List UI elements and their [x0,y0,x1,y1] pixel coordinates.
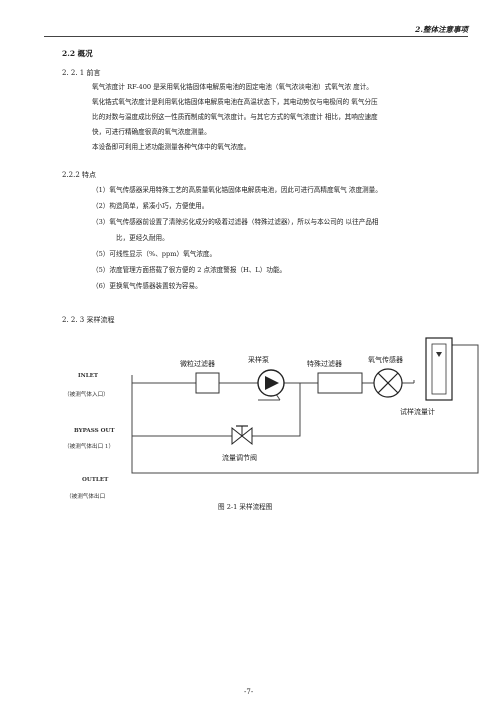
port-bypass-desc: （被测气体出口 1） [64,444,115,450]
features-heading: 2.2.2 特点 [62,171,97,179]
feature-text: 可线性显示（%、ppm）氧气浓度。 [109,250,217,258]
intro-line-3: 比的对数与温度成比例这一性质而制成的氧气浓度计。与其它方式的氧气浓度计 相比，其… [92,113,378,121]
port-inlet-desc: （被测气体入口） [64,392,109,398]
valve-right-icon [241,426,253,446]
particle-filter-box [195,372,220,394]
pipe-bypass-right [252,383,301,437]
feature-text: 浓度管理方面搭载了很方便的 2 点浓度警报（H、L）功能。 [109,266,287,274]
feature-item: （5）可线性显示（%、ppm）氧气浓度。 [92,249,216,259]
feature-item-cont: 比，更经久耐用。 [116,234,169,242]
oxygen-sensor-label: 氧气传感器 [368,355,403,364]
page-number: -7- [244,688,254,696]
flow-heading: 2. 2. 3 采样流程 [62,316,115,324]
sampling-pump-label: 采样泵 [248,355,269,364]
port-outlet-desc: （被测气体出口 [66,494,106,500]
intro-line-2: 氧化锆式氧气浓度计是利用氧化锆固体电解质电池在高温状态下，其电动势仅与电极间的 … [92,98,378,106]
intro-heading: 2. 2. 1 前言 [62,69,101,77]
flow-valve-label: 流量调节阀 [222,453,257,462]
pipe-loop [131,344,479,474]
flow-meter-float-icon [436,352,442,357]
feature-text: 更换氧气传感器装置较为容易。 [109,282,202,290]
figure-caption: 图 2-1 采样流程图 [218,503,273,511]
valve-left-icon [231,426,243,446]
feature-num: （6） [92,282,110,290]
feature-text: 氧气传感器采用特殊工艺的高质量氧化锆固体电解质电池，因此可进行高精度氧气 浓度测… [109,186,382,194]
feature-item: （6）更换氧气传感器装置较为容易。 [92,281,202,291]
special-filter-label: 特殊过滤器 [307,359,342,368]
flow-meter-label: 试样流量计 [400,407,435,416]
intro-line-4: 快，可进行精确度很高的氧气浓度测量。 [92,128,211,136]
feature-item: （5）浓度管理方面搭载了很方便的 2 点浓度警报（H、L）功能。 [92,265,286,275]
feature-num: （5） [92,266,110,274]
feature-num: （2） [92,202,110,210]
feature-text: 氧气传感器前设置了清除劣化成分的吸着过滤器（特殊过滤器），所以与本公司的 以往产… [109,218,379,226]
intro-line-5: 本设备即可利用上述功能测量各种气体中的氧气浓度。 [92,143,251,151]
feature-num: （1） [92,186,110,194]
port-bypass-name: BYPASS OUT [74,428,115,434]
port-outlet-name: OUTLET [82,477,109,483]
feature-num: （5） [92,250,110,258]
feature-item: （3）氧气传感器前设置了清除劣化成分的吸着过滤器（特殊过滤器），所以与本公司的 … [92,217,379,227]
sensor-cross-2 [377,372,399,394]
section-title: 2.2 概况 [62,49,93,58]
particle-filter-label: 微粒过滤器 [180,359,215,368]
feature-text: 构造简单，紧凑小巧，方便使用。 [109,202,209,210]
feature-item: （2）构造简单，紧凑小巧，方便使用。 [92,201,208,211]
chapter-header: 2.整体注意事项 [415,25,468,34]
feature-num: （3） [92,218,110,226]
pump-arrow-icon [265,376,279,390]
flow-meter-tube [431,343,447,395]
header-rule [44,36,468,37]
intro-line-1: 氧气浓度计 RF-400 是采用氧化锆固体电解质电池的固定电池（氧气浓淡电池）式… [92,83,373,91]
port-inlet-name: INLET [78,373,99,379]
feature-item: （1）氧气传感器采用特殊工艺的高质量氧化锆固体电解质电池，因此可进行高精度氧气 … [92,185,382,195]
special-filter-box [317,372,363,394]
